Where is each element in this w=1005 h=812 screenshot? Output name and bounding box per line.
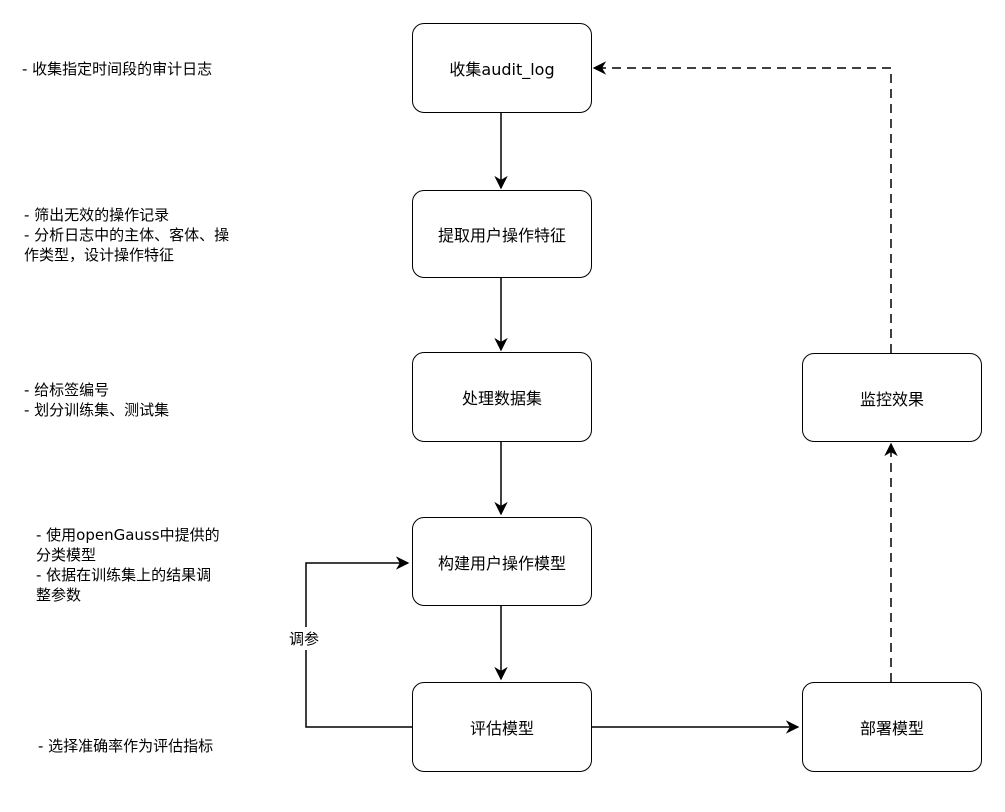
node-build-label: 构建用户操作模型 — [437, 553, 566, 573]
node-collect-label: 收集audit_log — [449, 60, 555, 79]
note-evaluate: - 选择准确率作为评估指标 — [38, 737, 214, 755]
note-extract: - 筛出无效的操作记录 - 分析日志中的主体、客体、操 作类型，设计操作特征 — [24, 206, 230, 264]
note-process: - 给标签编号 - 划分训练集、测试集 — [24, 381, 170, 419]
node-deploy-label: 部署模型 — [859, 719, 924, 738]
note-collect: - 收集指定时间段的审计日志 — [22, 60, 213, 78]
note-build: - 使用openGauss中提供的 分类模型 - 依据在训练集上的结果调 整参数 — [36, 526, 220, 604]
node-evaluate-label: 评估模型 — [469, 719, 534, 738]
node-process-dataset: 处理数据集 — [412, 352, 592, 442]
node-evaluate-model: 评估模型 — [412, 682, 592, 772]
arrow-tune-loop — [305, 556, 412, 728]
node-extract-features: 提取用户操作特征 — [412, 190, 592, 278]
node-deploy-model: 部署模型 — [802, 682, 982, 772]
node-process-label: 处理数据集 — [461, 389, 542, 408]
node-monitor-label: 监控效果 — [859, 389, 924, 409]
tune-label: 调参 — [287, 627, 322, 650]
node-build-model: 构建用户操作模型 — [412, 517, 592, 606]
node-collect-audit-log: 收集audit_log — [412, 23, 592, 113]
node-monitor-effect: 监控效果 — [802, 353, 982, 442]
node-extract-label: 提取用户操作特征 — [437, 226, 566, 245]
arrow-monitor-to-collect — [592, 61, 892, 353]
